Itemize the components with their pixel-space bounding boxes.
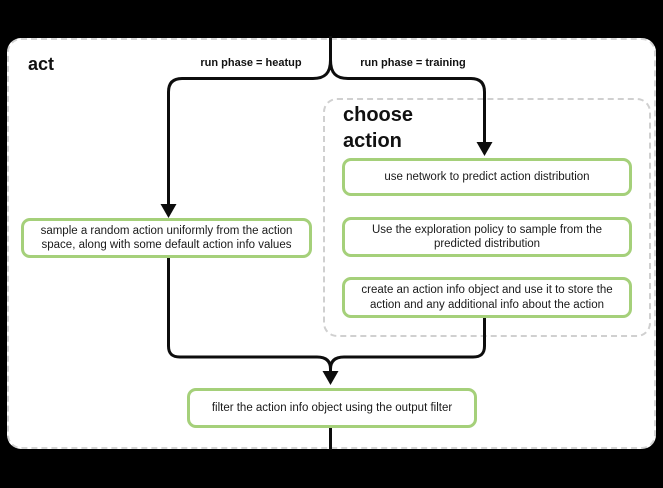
choose-action-group-title: choose action [343,104,414,152]
node-create-action-info: create an action info object and use it … [342,277,632,318]
node-exploration-policy: Use the exploration policy to sample fro… [342,217,632,257]
branch-label-heatup: run phase = heatup [200,57,302,69]
diagram-title: act [28,54,55,74]
node-sample-random-action: sample a random action uniformly from th… [21,218,312,258]
branch-label-training: run phase = training [360,57,466,69]
node-filter-output: filter the action info object using the … [187,388,477,428]
node-use-network: use network to predict action distributi… [342,158,632,196]
